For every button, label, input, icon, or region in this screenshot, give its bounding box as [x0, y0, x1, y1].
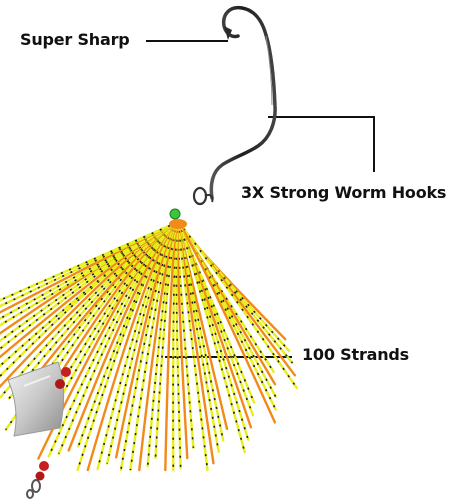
skirt-strand-speckles	[146, 221, 179, 467]
skirt-strand-speckles	[34, 221, 179, 429]
hook-shank	[209, 5, 277, 200]
skirt-strand-speckles	[58, 221, 179, 454]
bottom-swivel	[26, 479, 41, 499]
swivel-connector	[192, 186, 214, 206]
skirt-strand-speckles	[8, 221, 179, 399]
skirt-strand	[176, 220, 246, 454]
callout-strong-worm-hooks: 3X Strong Worm Hooks	[241, 183, 447, 202]
spinner-blade	[7, 361, 65, 437]
skirt-strand	[176, 220, 277, 424]
skirt-strand-speckles	[177, 221, 298, 389]
skirt-strand-speckles	[177, 221, 209, 471]
skirt-strand-speckles	[177, 221, 254, 416]
skirt-strand-speckles	[172, 221, 179, 471]
hook-barb	[224, 26, 232, 40]
skirt-strand-speckles	[0, 221, 179, 320]
skirt-collar	[169, 219, 187, 229]
skirt-strand-speckles	[0, 221, 179, 342]
callout-super-sharp: Super Sharp	[20, 30, 130, 49]
skirt-strand-speckles	[177, 221, 249, 440]
skirt-strand	[0, 220, 180, 302]
callout-100-strands: 100 Strands	[302, 345, 409, 364]
worm-hook	[209, 5, 277, 200]
silicone-skirt-strands	[0, 219, 298, 472]
skirt-strand-speckles	[0, 221, 179, 308]
hook-point-shine	[265, 35, 273, 106]
red-beads	[35, 367, 71, 481]
leader-line-worm-hooks	[268, 116, 375, 172]
skirt-strand-speckles	[76, 221, 179, 471]
green-bead	[169, 208, 181, 220]
